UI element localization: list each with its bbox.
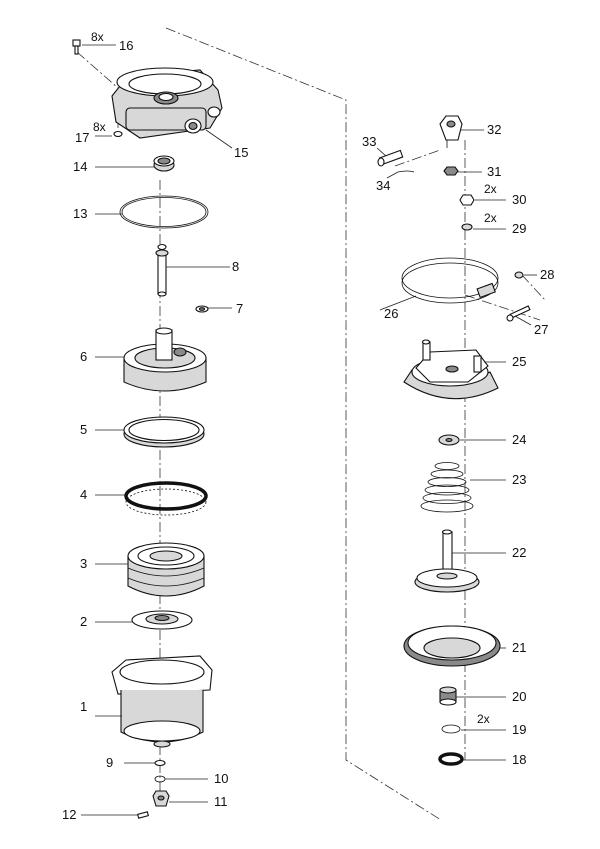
part-33-pin: [377, 149, 404, 167]
label-part-18: 18: [512, 752, 526, 767]
part-9-washer: [154, 759, 166, 767]
label-part-22: 22: [512, 545, 526, 560]
label-part-33: 33: [362, 134, 376, 149]
part-34-clip: [397, 170, 415, 173]
label-part-34: 34: [376, 178, 390, 193]
quantity-labels: 8x 8x 2x 2x 2x: [91, 30, 497, 726]
part-5-seal-ring: [123, 416, 205, 448]
label-part-13: 13: [73, 206, 87, 221]
label-part-28: 28: [540, 267, 554, 282]
label-part-27: 27: [534, 322, 548, 337]
label-part-2: 2: [80, 614, 87, 629]
qty-part-19: 2x: [477, 712, 490, 726]
part-12-screw: [136, 811, 150, 819]
part-30-nut: [459, 194, 475, 206]
part-24-washer: [438, 434, 460, 446]
label-part-6: 6: [80, 349, 87, 364]
label-part-7: 7: [236, 301, 243, 316]
label-part-24: 24: [512, 432, 526, 447]
part-27-bolt: [506, 305, 531, 322]
label-part-1: 1: [80, 699, 87, 714]
label-part-11: 11: [214, 794, 228, 809]
qty-part-16: 8x: [91, 30, 104, 44]
part-32-clevis: [439, 115, 463, 148]
label-part-15: 15: [234, 145, 248, 160]
part-3-spring-pack: [127, 542, 205, 597]
part-28-nut: [514, 271, 524, 279]
label-part-20: 20: [512, 689, 526, 704]
part-15-top-housing: [111, 67, 223, 139]
part-26-clamp-band: [401, 257, 499, 304]
label-part-8: 8: [232, 259, 239, 274]
label-part-32: 32: [487, 122, 501, 137]
part-22-rod-disc: [414, 529, 480, 593]
part-6-piston: [123, 327, 207, 392]
label-part-21: 21: [512, 640, 526, 655]
part-11-nut: [152, 790, 170, 807]
part-16-bolt: [72, 39, 81, 55]
qty-part-30: 2x: [484, 182, 497, 196]
part-25-cover: [403, 339, 499, 400]
label-part-4: 4: [80, 487, 87, 502]
part-4-backup-ring: [124, 481, 208, 516]
label-part-10: 10: [214, 771, 228, 786]
label-part-14: 14: [73, 159, 87, 174]
part-number-labels: 1 2 3 4 5 6 7 8 9 10 11 12 13 14 15 16 1…: [62, 38, 554, 822]
part-2-plate: [131, 610, 193, 630]
part-7-washer: [195, 305, 209, 313]
qty-part-17: 8x: [93, 120, 106, 134]
label-part-31: 31: [487, 164, 501, 179]
qty-part-29: 2x: [484, 211, 497, 225]
part-31-nut: [443, 166, 459, 176]
label-part-12: 12: [62, 807, 76, 822]
part-8-stem: [155, 243, 169, 297]
part-19-o-ring: [441, 724, 461, 734]
part-13-o-ring: [119, 195, 209, 229]
label-part-9: 9: [106, 755, 113, 770]
label-part-19: 19: [512, 722, 526, 737]
part-1-lower-housing: [111, 655, 213, 748]
label-part-3: 3: [80, 556, 87, 571]
label-part-29: 29: [512, 221, 526, 236]
label-part-23: 23: [512, 472, 526, 487]
part-20-plug: [439, 686, 457, 706]
label-part-26: 26: [384, 306, 398, 321]
label-part-30: 30: [512, 192, 526, 207]
label-part-25: 25: [512, 354, 526, 369]
part-14-bushing: [153, 155, 175, 172]
label-part-5: 5: [80, 422, 87, 437]
leader-lines: [81, 44, 537, 816]
part-29-washer: [461, 223, 473, 231]
part-23-spring: [420, 462, 474, 513]
label-part-16: 16: [119, 38, 133, 53]
part-18-seal: [438, 752, 464, 766]
part-21-diaphragm: [403, 625, 501, 667]
label-part-17: 17: [75, 130, 89, 145]
part-17-washer: [113, 130, 123, 138]
